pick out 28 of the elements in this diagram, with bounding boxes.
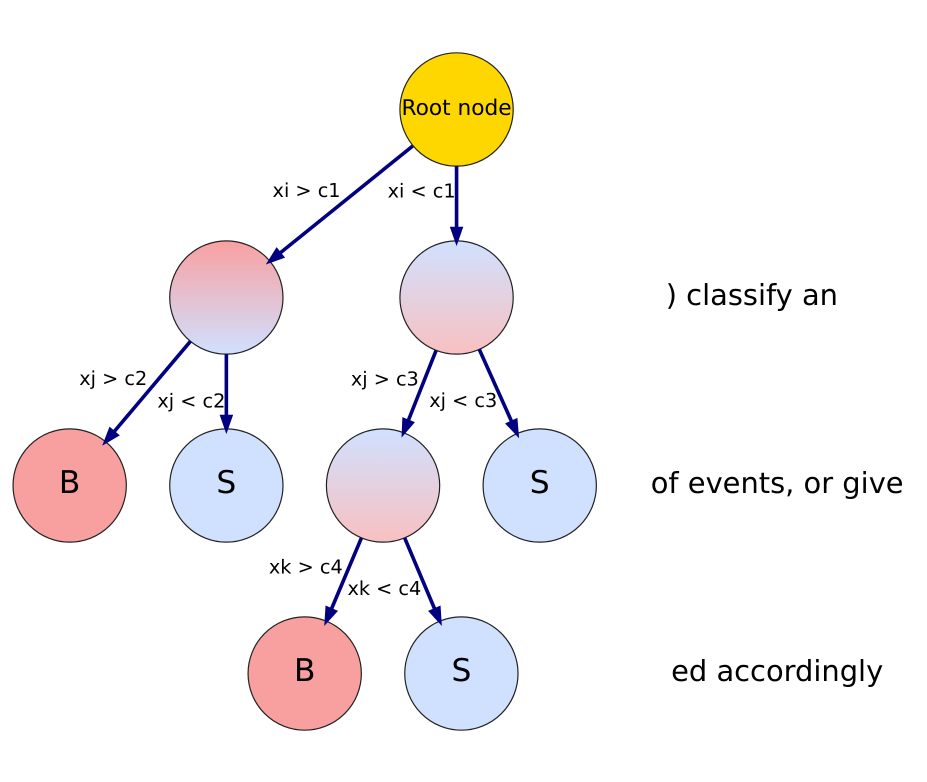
arrow bbox=[450, 166, 464, 246]
edge-label: xj > c2 bbox=[79, 366, 148, 390]
node-circle: S bbox=[482, 428, 597, 542]
edge-label: xk < c4 bbox=[347, 576, 422, 600]
edge-label: xi < c1 bbox=[388, 179, 456, 202]
node-circle bbox=[326, 428, 440, 542]
edge-label: xi > c1 bbox=[272, 178, 341, 202]
label: of events, or give bbox=[650, 465, 904, 500]
edge-label: xj < c3 bbox=[429, 388, 498, 412]
edge-label: xj > c3 bbox=[350, 366, 419, 390]
edge-label: xj < c2 bbox=[157, 388, 226, 412]
arrow bbox=[402, 349, 438, 438]
label: ) classify an bbox=[666, 277, 838, 312]
arrow bbox=[403, 536, 442, 626]
arrow bbox=[324, 536, 364, 626]
node-circle: S bbox=[169, 428, 284, 542]
arrow bbox=[102, 340, 192, 446]
node-circle: S bbox=[404, 616, 519, 730]
node-circle: Root node bbox=[399, 52, 514, 166]
arrow bbox=[266, 144, 414, 264]
arrow bbox=[478, 348, 520, 438]
node-circle: B bbox=[247, 616, 362, 730]
edge-label: xk > c4 bbox=[268, 554, 343, 578]
node-circle: B bbox=[12, 428, 127, 542]
node-circle bbox=[399, 240, 514, 354]
arrow bbox=[220, 354, 234, 434]
node-circle bbox=[169, 240, 284, 354]
label: ed accordingly bbox=[671, 654, 884, 688]
